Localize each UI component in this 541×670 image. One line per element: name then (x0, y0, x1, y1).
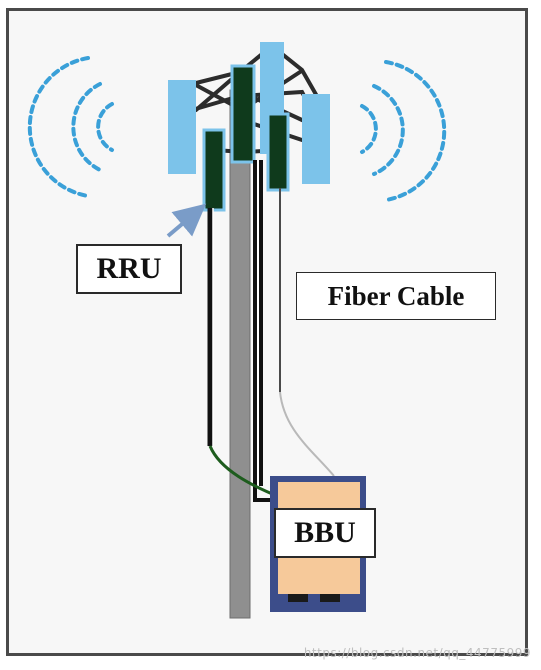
antenna-panel-right (302, 94, 330, 184)
bbu-foot-right (320, 594, 340, 602)
signal-waves-left (27, 56, 114, 198)
rru-unit-right (266, 112, 290, 192)
antenna-panel-left (168, 80, 196, 174)
rru-cable-center (253, 160, 280, 502)
fiber-cable-label: Fiber Cable (296, 272, 496, 320)
watermark-text: https://blog.csdn.net/qq_44775999 (303, 646, 531, 660)
rru-unit-left (202, 128, 226, 212)
bbu-foot-left (288, 594, 308, 602)
tower-pole (229, 89, 251, 619)
rru-label: RRU (76, 244, 182, 294)
bbu-label: BBU (274, 508, 376, 558)
signal-waves-right (360, 60, 447, 202)
rru-cable-left (207, 208, 214, 446)
rru-unit-top (230, 64, 256, 164)
fiber-cable-line (279, 188, 335, 477)
rru-pointer-arrow (166, 203, 207, 238)
